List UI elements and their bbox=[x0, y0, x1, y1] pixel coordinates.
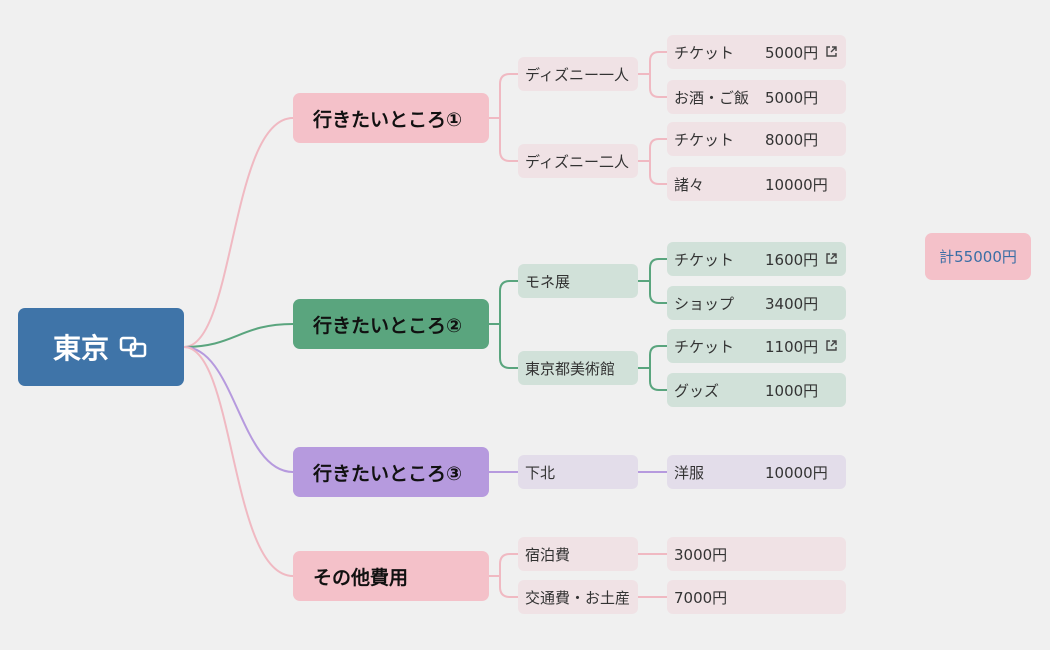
leaf-node[interactable]: お酒・ご飯 5000円 bbox=[667, 80, 846, 114]
linked-squares-icon[interactable] bbox=[119, 335, 149, 359]
external-link-icon[interactable] bbox=[825, 252, 838, 265]
leaf-label: チケット bbox=[674, 130, 735, 149]
leaf-label: チケット bbox=[674, 337, 735, 356]
leaf-label: グッズ bbox=[674, 381, 720, 400]
leaf-label: 洋服 bbox=[674, 463, 705, 482]
leaf-amount: 3000円 bbox=[674, 545, 728, 564]
sub-label: 東京都美術館 bbox=[525, 359, 616, 378]
leaf-amount: 10000円 bbox=[765, 463, 828, 482]
total-label: 計55000円 bbox=[939, 248, 1017, 266]
external-link-icon[interactable] bbox=[825, 339, 838, 352]
external-link-icon[interactable] bbox=[825, 45, 838, 58]
sub-node-transport-souvenir[interactable]: 交通費・お土産 bbox=[518, 580, 638, 614]
leaf-node[interactable]: 3000円 bbox=[667, 537, 846, 571]
sub-label: ディズニー一人 bbox=[525, 65, 629, 84]
branch-node-2[interactable]: 行きたいところ② bbox=[293, 299, 489, 349]
leaf-node[interactable]: ショップ 3400円 bbox=[667, 286, 846, 320]
branch-label: 行きたいところ③ bbox=[313, 462, 463, 485]
leaf-amount: 1600円 bbox=[765, 250, 819, 269]
leaf-amount: 5000円 bbox=[765, 43, 819, 62]
root-node-tokyo[interactable]: 東京 bbox=[18, 308, 184, 386]
sub-node-monet[interactable]: モネ展 bbox=[518, 264, 638, 298]
leaf-node[interactable]: 7000円 bbox=[667, 580, 846, 614]
sub-label: モネ展 bbox=[525, 272, 571, 291]
sub-label: 下北 bbox=[525, 463, 556, 482]
leaf-amount: 1000円 bbox=[765, 381, 819, 400]
leaf-amount: 1100円 bbox=[765, 337, 819, 356]
leaf-node[interactable]: チケット 1100円 bbox=[667, 329, 846, 363]
branch-label: 行きたいところ② bbox=[313, 314, 463, 337]
sub-label: ディズニー二人 bbox=[525, 152, 629, 171]
sub-label: 交通費・お土産 bbox=[525, 588, 631, 607]
leaf-label: ショップ bbox=[674, 294, 735, 313]
sub-node-shimokita[interactable]: 下北 bbox=[518, 455, 638, 489]
branch-label: その他費用 bbox=[313, 566, 409, 589]
leaf-label: 諸々 bbox=[674, 175, 705, 194]
root-label: 東京 bbox=[52, 332, 109, 365]
sub-node-lodging[interactable]: 宿泊費 bbox=[518, 537, 638, 571]
leaf-label: チケット bbox=[674, 43, 735, 62]
leaf-node[interactable]: 洋服 10000円 bbox=[667, 455, 846, 489]
leaf-node[interactable]: チケット 1600円 bbox=[667, 242, 846, 276]
branch-label: 行きたいところ① bbox=[313, 108, 463, 131]
sub-node-tokyo-museum[interactable]: 東京都美術館 bbox=[518, 351, 638, 385]
leaf-label: お酒・ご飯 bbox=[674, 88, 750, 107]
leaf-amount: 7000円 bbox=[674, 588, 728, 607]
leaf-amount: 3400円 bbox=[765, 294, 819, 313]
leaf-amount: 5000円 bbox=[765, 88, 819, 107]
leaf-label: チケット bbox=[674, 250, 735, 269]
sub-label: 宿泊費 bbox=[525, 545, 571, 564]
leaf-node[interactable]: チケット 5000円 bbox=[667, 35, 846, 69]
leaf-node[interactable]: グッズ 1000円 bbox=[667, 373, 846, 407]
leaf-node[interactable]: 諸々 10000円 bbox=[667, 167, 846, 201]
leaf-amount: 8000円 bbox=[765, 130, 819, 149]
sub-node-disney-two[interactable]: ディズニー二人 bbox=[518, 144, 638, 178]
branch-node-1[interactable]: 行きたいところ① bbox=[293, 93, 489, 143]
leaf-amount: 10000円 bbox=[765, 175, 828, 194]
sub-node-disney-one[interactable]: ディズニー一人 bbox=[518, 57, 638, 91]
leaf-node[interactable]: チケット 8000円 bbox=[667, 122, 846, 156]
branch-node-3[interactable]: 行きたいところ③ bbox=[293, 447, 489, 497]
branch-node-other[interactable]: その他費用 bbox=[293, 551, 489, 601]
total-node[interactable]: 計55000円 bbox=[925, 233, 1031, 280]
